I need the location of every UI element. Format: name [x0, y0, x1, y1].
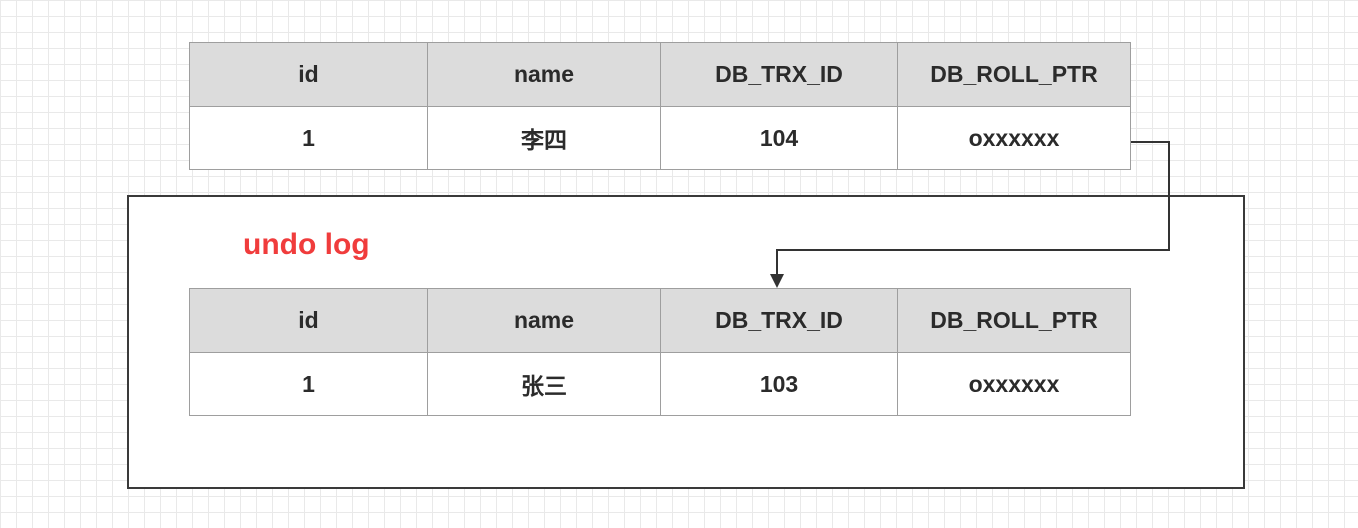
- cell-db-trx-id: 104: [660, 106, 898, 170]
- table-row: 1 张三 103 oxxxxxx: [189, 352, 1131, 416]
- header-cell-id: id: [189, 42, 428, 107]
- current-record-table: id name DB_TRX_ID DB_ROLL_PTR 1 李四 104 o…: [189, 42, 1131, 170]
- undo-log-title: undo log: [243, 228, 370, 261]
- arrowhead-icon: [770, 274, 784, 288]
- header-cell-db-roll-ptr: DB_ROLL_PTR: [897, 288, 1131, 353]
- undo-log-table: id name DB_TRX_ID DB_ROLL_PTR 1 张三 103 o…: [189, 288, 1131, 416]
- header-cell-db-roll-ptr: DB_ROLL_PTR: [897, 42, 1131, 107]
- header-cell-db-trx-id: DB_TRX_ID: [660, 288, 898, 353]
- cell-id: 1: [189, 106, 428, 170]
- cell-db-roll-ptr: oxxxxxx: [897, 106, 1131, 170]
- table-header-row: id name DB_TRX_ID DB_ROLL_PTR: [189, 42, 1131, 107]
- cell-db-trx-id: 103: [660, 352, 898, 416]
- table-row: 1 李四 104 oxxxxxx: [189, 106, 1131, 170]
- cell-name: 张三: [427, 352, 661, 416]
- header-cell-db-trx-id: DB_TRX_ID: [660, 42, 898, 107]
- cell-name: 李四: [427, 106, 661, 170]
- cell-id: 1: [189, 352, 428, 416]
- header-cell-id: id: [189, 288, 428, 353]
- cell-db-roll-ptr: oxxxxxx: [897, 352, 1131, 416]
- table-header-row: id name DB_TRX_ID DB_ROLL_PTR: [189, 288, 1131, 353]
- roll-pointer-connector: [776, 141, 1170, 277]
- header-cell-name: name: [427, 288, 661, 353]
